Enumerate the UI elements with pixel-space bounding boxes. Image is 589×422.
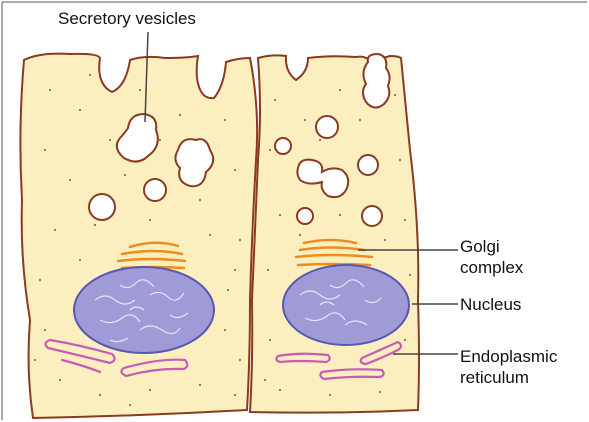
right-cell [250,54,419,413]
right-cell-nucleus [283,265,409,345]
endoplasmic-reticulum-label: Endoplasmic reticulum [460,346,557,388]
left-cell [20,54,257,418]
nucleus-label: Nucleus [460,294,521,315]
golgi-label-line2: complex [460,257,523,278]
er-label-line2: reticulum [460,367,557,388]
er-label-line1: Endoplasmic [460,346,557,367]
golgi-complex-label: Golgi complex [460,236,523,278]
golgi-label-line1: Golgi [460,236,523,257]
secretory-vesicles-label: Secretory vesicles [58,8,196,29]
